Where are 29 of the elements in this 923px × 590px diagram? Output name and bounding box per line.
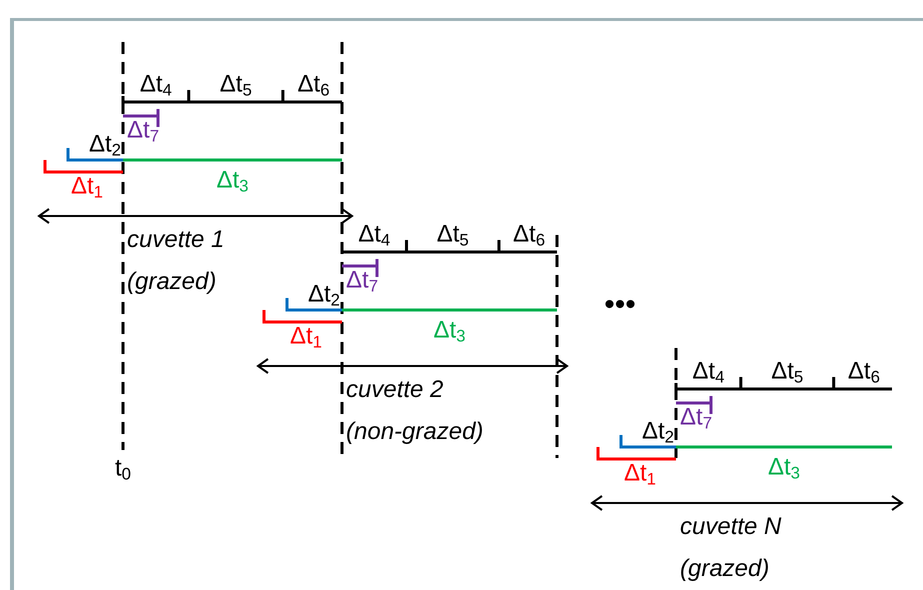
cuvette-status: (grazed): [680, 557, 770, 581]
interval-label: Δt$_{6}$: [298, 72, 330, 100]
interval-label: Δt$_{7}$: [346, 268, 378, 296]
interval-label: Δt$_{4}$: [692, 360, 724, 386]
interval-label: Δt$_{6}$: [848, 360, 880, 386]
interval-label: Δt$_{6}$: [513, 222, 546, 250]
interval-label: Δt$_{3}$: [768, 456, 800, 482]
interval-label: Δt$_{5}$: [220, 72, 252, 100]
time-origin-label: t$_{0}$: [115, 456, 131, 484]
continuation-dots: •••: [604, 290, 636, 320]
interval-label: Δt$_{5}$: [436, 222, 469, 250]
interval-label: Δt$_{4}$: [358, 222, 390, 250]
interval-label: Δt$_{2}$: [88, 132, 121, 160]
interval-label: Δt$_{7}$: [680, 406, 712, 432]
interval-label: Δt$_{4}$: [140, 72, 172, 100]
cuvette-status: (grazed): [127, 270, 216, 294]
interval-label: Δt$_{3}$: [433, 318, 466, 346]
interval-label: Δt$_{1}$: [624, 462, 656, 488]
cuvette-status: (non-grazed): [346, 420, 484, 444]
interval-label: Δt$_{5}$: [771, 360, 804, 386]
interval-label: Δt$_{2}$: [308, 282, 340, 310]
interval-label: Δt$_{1}$: [290, 324, 322, 352]
cuvette-label: cuvette 1: [127, 228, 224, 252]
cuvette-label: cuvette 2: [346, 378, 444, 402]
cuvette-label: cuvette N: [680, 515, 782, 539]
interval-label: Δt$_{2}$: [642, 420, 674, 446]
interval-label: Δt$_{7}$: [127, 118, 160, 146]
interval-label: Δt$_{3}$: [216, 168, 249, 196]
interval-label: Δt$_{1}$: [70, 174, 104, 202]
